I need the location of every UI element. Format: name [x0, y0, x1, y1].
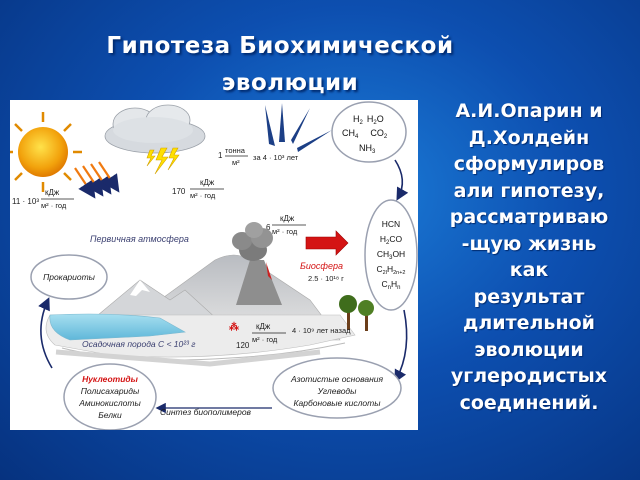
- sun-icon: [4, 112, 82, 192]
- volcano-energy-time: 4 · 10⁹ лет назад: [292, 326, 351, 335]
- synthesis-label: Синтез биополимеров: [160, 407, 252, 417]
- polymer-label: Полисахариды: [81, 386, 140, 396]
- side-text-line: -щую жизнь: [461, 232, 597, 255]
- biosphere-label: Биосфера: [300, 261, 343, 271]
- side-text-line: углеродистых: [450, 365, 608, 387]
- volcano-energy-unit-bottom: м² · год: [252, 335, 278, 344]
- side-text-line: эволюции: [474, 338, 584, 361]
- arrow-polymers-prokaryotes: [38, 297, 53, 369]
- side-text-line: рассматриваю: [449, 206, 609, 228]
- svg-text:HCN: HCN: [382, 219, 400, 229]
- tree-icon: [339, 295, 374, 331]
- radiation-spikes-icon: [265, 103, 332, 152]
- storm-energy-unit-bottom: м² · год: [190, 191, 216, 200]
- atm-energy-unit-top: кДж: [280, 214, 295, 223]
- svg-text:C2lH2n+2: C2lH2n+2: [377, 264, 406, 276]
- biosphere-mass: 2.5 · 10¹⁸ г: [308, 274, 344, 283]
- diagram-panel: 11 · 10³ кДж м² · год 170 кДж м² · год 1…: [4, 100, 418, 431]
- volcano-icon: [232, 222, 282, 305]
- polymer-label: Белки: [98, 410, 122, 420]
- storm-energy-unit-top: кДж: [200, 178, 215, 187]
- mass-flux-unit-top: тонна: [225, 146, 246, 155]
- prokaryotes-label: Прокариоты: [43, 272, 96, 282]
- primary-atmosphere-label: Первичная атмосфера: [90, 234, 189, 244]
- sun-energy-unit-top: кДж: [45, 188, 60, 197]
- side-text-line: результат: [473, 285, 585, 308]
- svg-text:CnHn: CnHn: [382, 279, 401, 291]
- landscape-icon: [45, 254, 356, 367]
- cloud-icon: [104, 104, 206, 154]
- asterisk-icon: ⁂: [229, 321, 239, 333]
- red-arrow-icon: [305, 230, 349, 256]
- monomer-label: Карбоновые кислоты: [293, 398, 381, 408]
- side-text-line: длительной: [463, 312, 595, 334]
- svg-text:NH3: NH3: [359, 143, 376, 155]
- lightning-icon: [146, 147, 180, 175]
- arrow-gases-organics: [394, 159, 409, 201]
- evolution-diagram: 11 · 10³ кДж м² · год 170 кДж м² · год 1…: [4, 101, 418, 431]
- mass-flux-unit-bottom: м²: [232, 158, 240, 167]
- storm-energy-value: 170: [172, 187, 186, 196]
- polymer-label: Нуклеотиды: [82, 374, 139, 384]
- sun-energy-unit-bottom: м² · год: [41, 201, 67, 210]
- monomers-bubble: Азотистые основания Углеводы Карбоновые …: [272, 357, 402, 419]
- side-text-line: Д.Холдейн: [468, 126, 590, 149]
- side-text-line: А.И.Опарин и: [455, 100, 603, 122]
- volcano-energy-value: 120: [236, 341, 250, 350]
- title-line-1: Гипотеза Биохимической: [106, 33, 454, 59]
- svg-text:CH3OH: CH3OH: [377, 249, 405, 261]
- side-text-line: али гипотезу,: [453, 179, 605, 202]
- svg-text:H2CO: H2CO: [380, 234, 403, 246]
- side-text-line: как: [509, 259, 549, 281]
- arrow-organics-monomers: [394, 309, 408, 383]
- polymer-label: Аминокислоты: [78, 398, 141, 408]
- atm-energy-value: 6: [266, 223, 271, 232]
- sediment-label: Осадочная порода C < 10²³ г: [82, 339, 195, 349]
- side-text: А.И.Опарин и Д.Холдейн сформулиров али г…: [420, 98, 638, 416]
- volcano-energy-unit-top: кДж: [256, 322, 271, 331]
- sun-rays-icon: [74, 161, 120, 199]
- organics-bubble: HCN H2CO CH3OH C2lH2n+2 CnHn: [364, 199, 418, 311]
- mass-flux-time: за 4 · 10³ лет: [253, 153, 299, 162]
- mass-flux-value: 1: [218, 151, 223, 160]
- monomer-label: Углеводы: [317, 386, 358, 396]
- side-text-line: соединений.: [459, 391, 599, 414]
- title-line-2: эволюции: [221, 70, 359, 96]
- sun-energy-value: 11 · 10³: [12, 197, 39, 206]
- monomer-label: Азотистые основания: [290, 374, 383, 384]
- side-text-line: сформулиров: [453, 153, 605, 175]
- atm-energy-unit-bottom: м² · год: [272, 227, 298, 236]
- polymers-bubble: Нуклеотиды Полисахариды Аминокислоты Бел…: [63, 363, 157, 431]
- prokaryotes-bubble: Прокариоты: [30, 254, 108, 300]
